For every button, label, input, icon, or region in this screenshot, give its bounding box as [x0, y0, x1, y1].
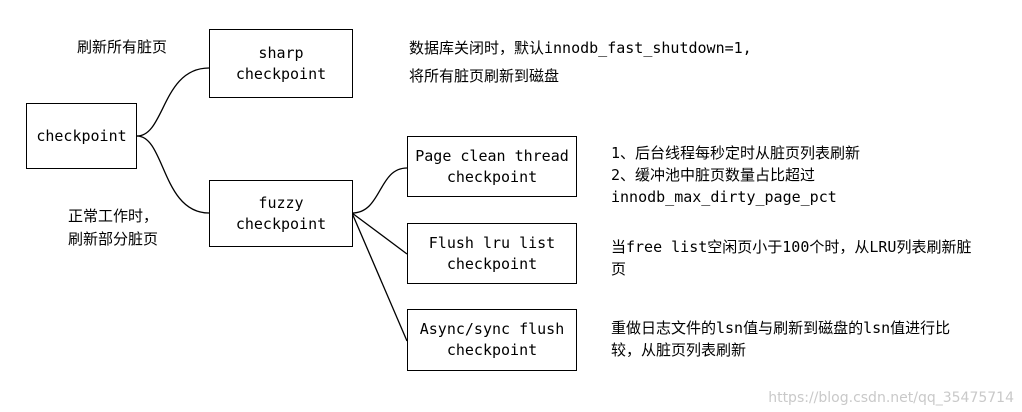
async-sync-line1: Async/sync flush	[419, 320, 565, 338]
flush-lru-note: 当free list空闲页小于100个时，从LRU列表刷新脏 页	[611, 236, 971, 280]
edge-root-fuzzy	[136, 135, 210, 214]
edge-fuzzy-pageclean	[351, 167, 408, 214]
page-clean-line2: checkpoint	[446, 167, 538, 186]
async-sync-note-line2: 较，从脏页列表刷新	[611, 341, 747, 359]
fuzzy-edge-label-line2: 刷新部分脏页	[68, 230, 159, 248]
flush-lru-line1: Flush lru list	[428, 233, 556, 252]
sharp-note-line1: 数据库关闭时，默认innodb_fast_shutdown=1,	[409, 39, 752, 57]
async-sync-note-line1: 重做日志文件的lsn值与刷新到磁盘的lsn值进行比	[611, 319, 951, 337]
page-clean-thread-node: Page clean thread checkpoint	[407, 136, 577, 197]
fuzzy-edge-label: 正常工作时， 刷新部分脏页	[68, 205, 158, 251]
checkpoint-root-node: checkpoint	[26, 103, 137, 169]
page-clean-note: 1、后台线程每秒定时从脏页列表刷新 2、缓冲池中脏页数量占比超过 innodb_…	[611, 142, 860, 208]
sharp-edge-label-text: 刷新所有脏页	[77, 38, 168, 56]
edge-fuzzy-flushlru	[351, 212, 408, 255]
edge-root-sharp	[136, 67, 210, 137]
async-sync-note: 重做日志文件的lsn值与刷新到磁盘的lsn值进行比 较，从脏页列表刷新	[611, 317, 950, 361]
async-sync-line2: checkpoint	[446, 341, 538, 359]
fuzzy-checkpoint-line2: checkpoint	[235, 214, 327, 233]
fuzzy-checkpoint-node: fuzzy checkpoint	[209, 180, 353, 247]
sharp-note-line2: 将所有脏页刷新到磁盘	[409, 67, 560, 85]
sharp-checkpoint-node: sharp checkpoint	[209, 29, 353, 98]
sharp-checkpoint-line1: sharp	[258, 43, 304, 62]
flush-lru-note-line1: 当free list空闲页小于100个时，从LRU列表刷新脏	[611, 238, 972, 256]
sharp-checkpoint-line2: checkpoint	[235, 64, 327, 83]
flush-lru-list-node: Flush lru list checkpoint	[407, 223, 577, 284]
page-clean-line1: Page clean thread	[415, 146, 569, 165]
sharp-edge-label: 刷新所有脏页	[77, 36, 167, 59]
watermark: https://blog.csdn.net/qq_35475714	[768, 390, 1014, 406]
flush-lru-note-line2: 页	[611, 260, 627, 278]
async-sync-flush-node: Async/sync flush checkpoint	[407, 309, 577, 371]
sharp-note: 数据库关闭时，默认innodb_fast_shutdown=1, 将所有脏页刷新…	[409, 34, 752, 90]
page-clean-note-line3: innodb_max_dirty_page_pct	[611, 188, 837, 206]
fuzzy-edge-label-line1: 正常工作时，	[68, 207, 159, 225]
checkpoint-root-label: checkpoint	[36, 126, 127, 145]
page-clean-note-line2: 2、缓冲池中脏页数量占比超过	[611, 166, 816, 184]
page-clean-note-line1: 1、后台线程每秒定时从脏页列表刷新	[611, 144, 861, 162]
flush-lru-line2: checkpoint	[446, 254, 538, 273]
edge-fuzzy-async	[351, 212, 408, 342]
fuzzy-checkpoint-line1: fuzzy	[258, 193, 304, 212]
